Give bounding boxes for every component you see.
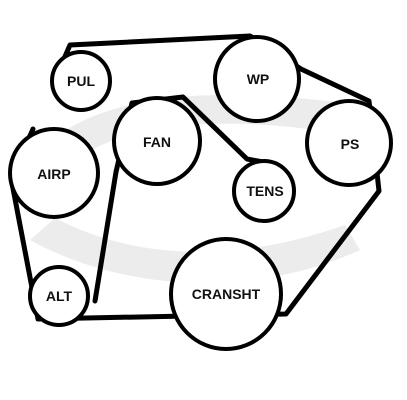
pulley-fan-label: FAN xyxy=(143,134,171,150)
pulley-alt-label: ALT xyxy=(46,288,73,304)
pulley-cranksht: CRANSHT xyxy=(169,237,283,351)
pulley-airp-label: AIRP xyxy=(37,166,70,182)
pulley-airp: AIRP xyxy=(8,127,100,219)
pulley-tens: TENS xyxy=(232,159,296,223)
pulley-cranksht-label: CRANSHT xyxy=(192,286,261,302)
pulley-ps: PS xyxy=(305,99,393,187)
pulley-pul: PUL xyxy=(50,50,112,112)
pulley-pul-label: PUL xyxy=(67,73,95,89)
pulley-wp-label: WP xyxy=(247,71,270,87)
watermark-swoosh-lower xyxy=(30,218,360,283)
pulley-ps-label: PS xyxy=(341,136,360,152)
pulley-alt: ALT xyxy=(28,265,90,327)
pulley-tens-label: TENS xyxy=(246,183,283,199)
pulley-wp: WP xyxy=(213,35,301,123)
pulley-fan: FAN xyxy=(112,96,202,186)
